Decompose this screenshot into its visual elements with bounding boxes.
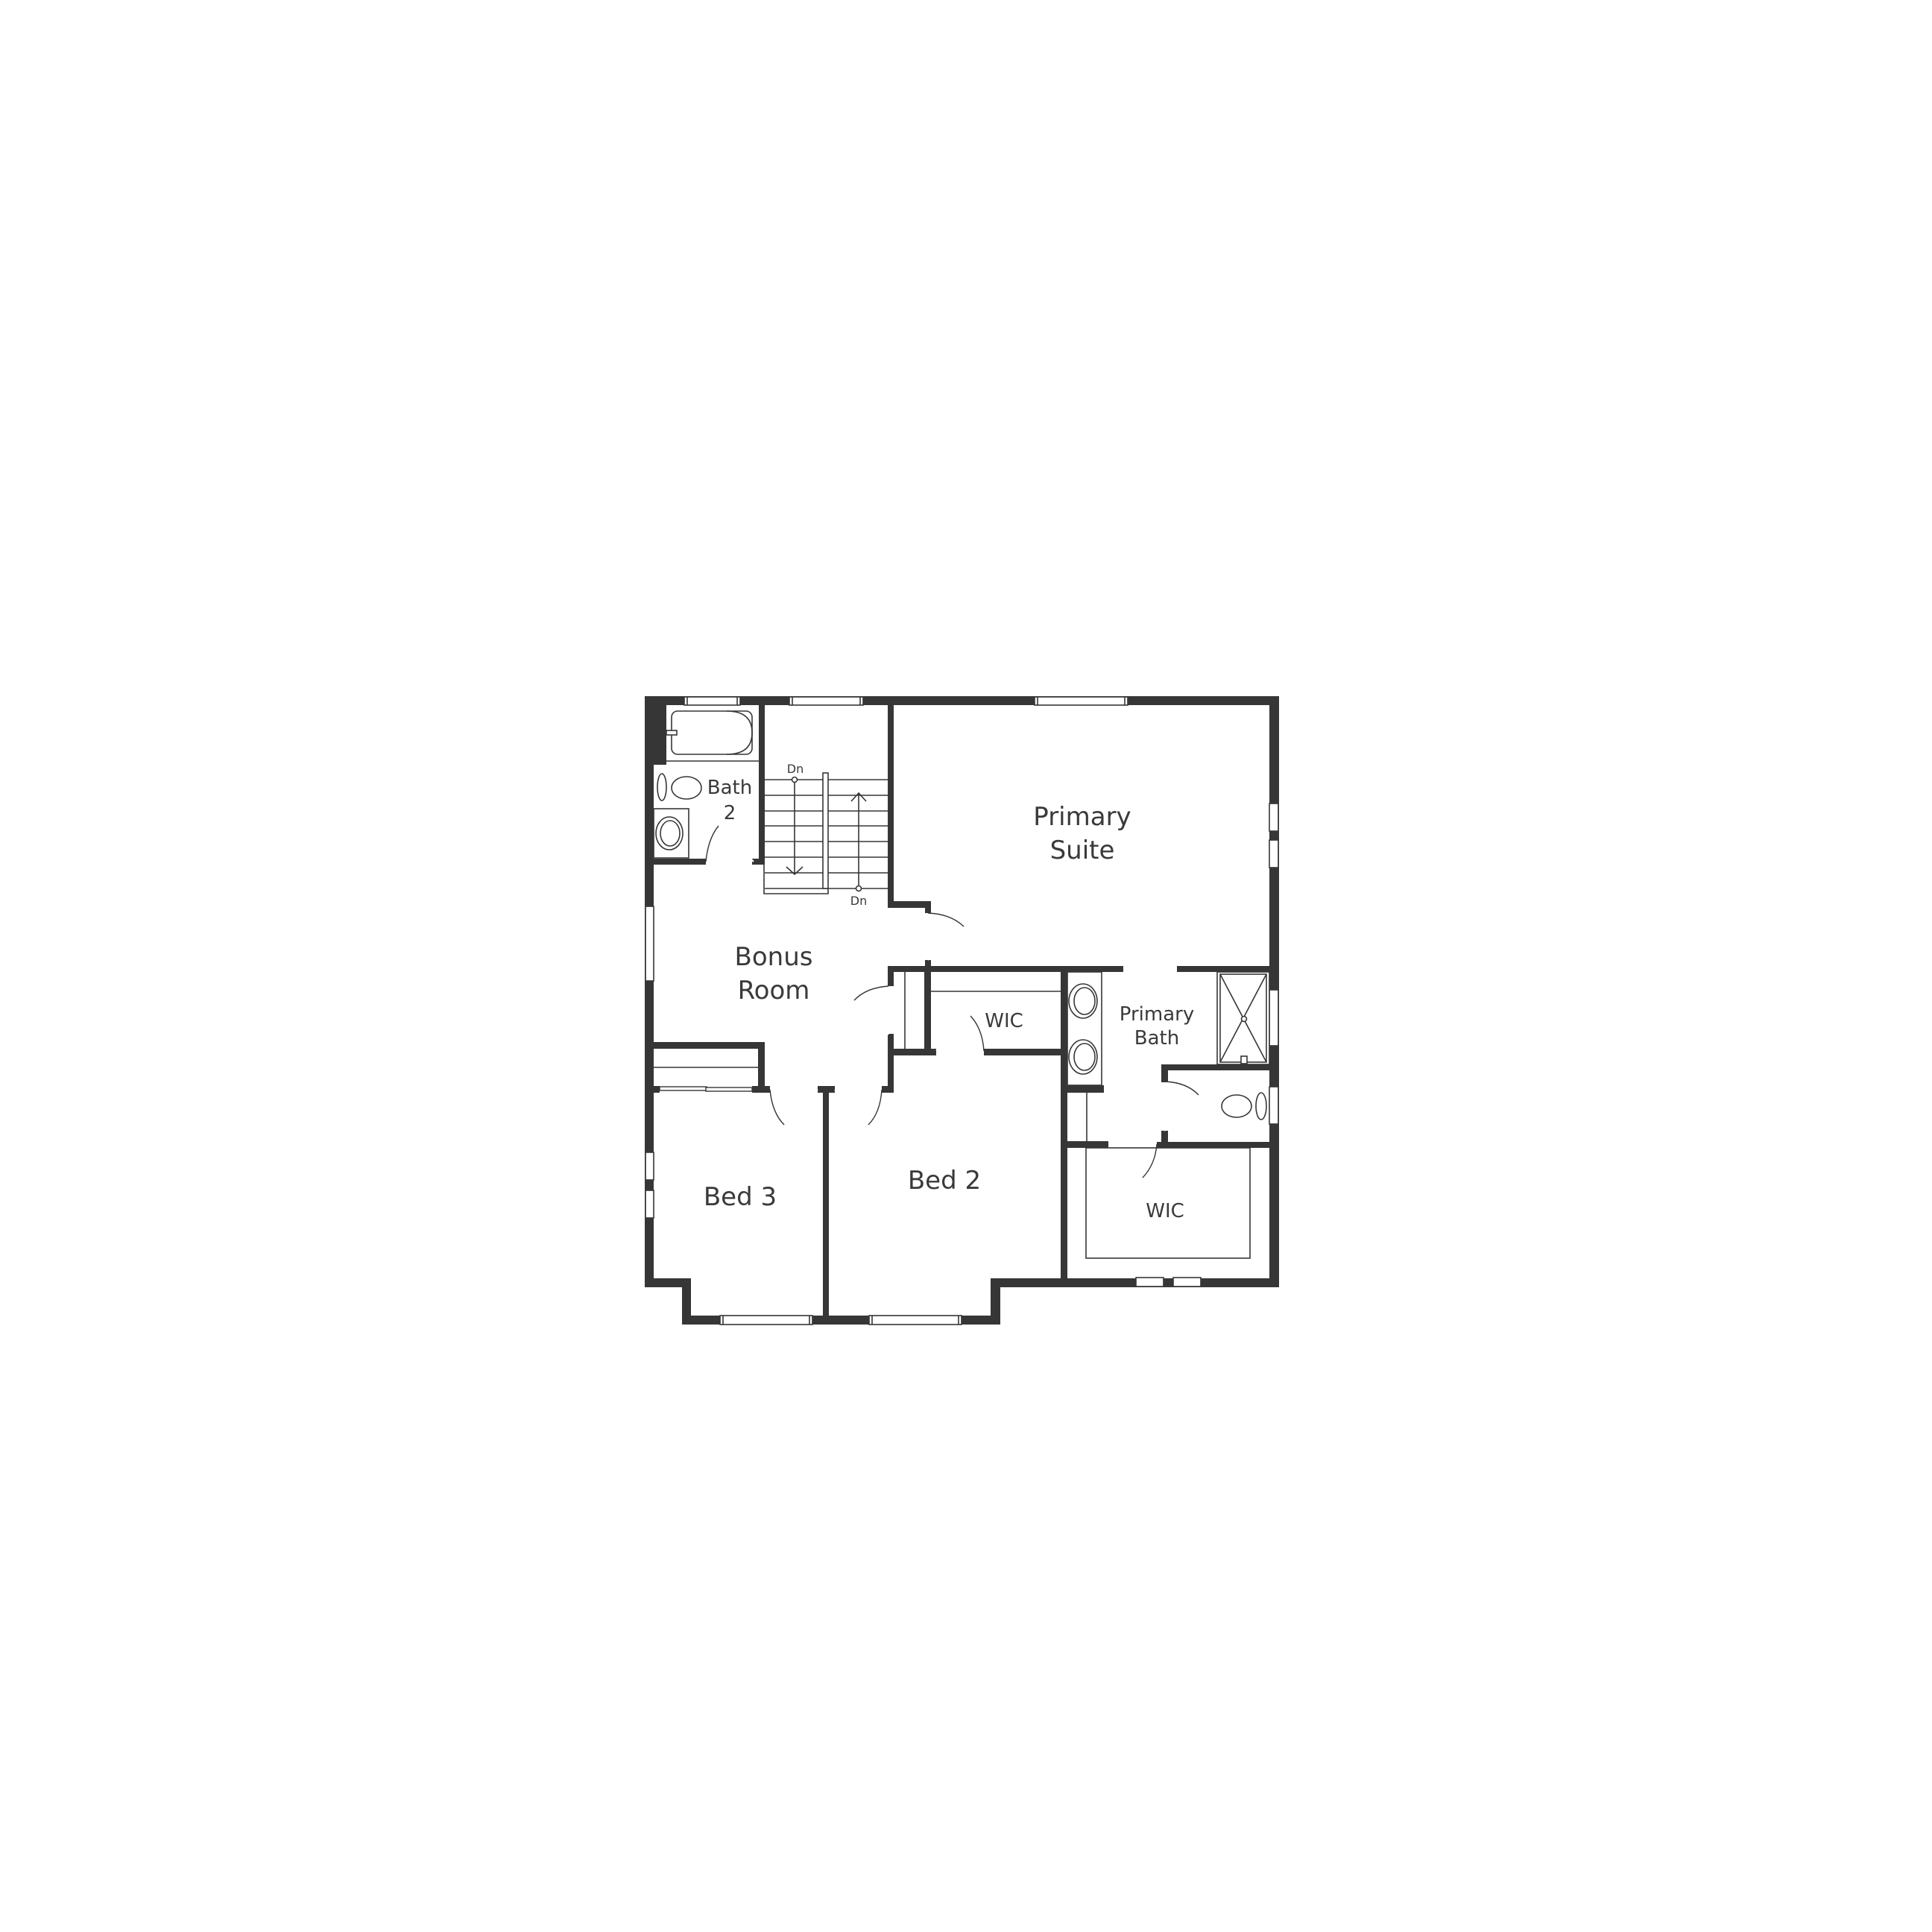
label-stairs-down-lower: Dn: [850, 894, 867, 908]
label-wic-primary: WIC: [1146, 1200, 1184, 1222]
bathtub-icon: [671, 710, 753, 755]
window: [684, 696, 741, 706]
sink-icon: [1068, 1039, 1098, 1075]
door-bed-2[interactable]: [834, 1089, 883, 1126]
label-primary-bath: Primary: [1120, 1003, 1194, 1026]
shower-icon: [1216, 971, 1270, 1065]
interior-walls: [654, 705, 1269, 1325]
window: [645, 906, 654, 982]
window: [719, 1315, 813, 1325]
door-wc[interactable]: [1164, 1081, 1199, 1131]
label-bath-2-num: 2: [724, 802, 736, 824]
window: [1269, 839, 1279, 868]
doors: [659, 825, 1199, 1178]
staircase: [763, 772, 888, 894]
window: [789, 696, 864, 706]
door-wic-primary[interactable]: [1108, 1143, 1158, 1178]
label-bonus-room: Bonus: [735, 942, 813, 972]
door-linen-closet[interactable]: [853, 985, 889, 1035]
sink-icon: [655, 816, 684, 850]
sink-icon: [1068, 983, 1098, 1019]
arrow-up-icon: [850, 792, 867, 802]
windows: [645, 696, 1279, 1325]
window: [868, 1315, 962, 1325]
door-primary-suite[interactable]: [927, 912, 965, 961]
window: [1269, 1086, 1279, 1125]
label-primary-suite: Primary: [1033, 802, 1131, 832]
arrow-down-icon: [786, 866, 804, 876]
label-primary-suite-2: Suite: [1050, 836, 1115, 865]
window: [1269, 989, 1279, 1046]
label-wic-hall: WIC: [985, 1010, 1023, 1032]
door-bath-2[interactable]: [705, 825, 754, 862]
room-labels: Primary Suite Bonus Room Bath 2 Primary …: [704, 762, 1194, 1222]
fixtures: [653, 710, 1270, 1259]
handrail: [822, 772, 829, 889]
window: [645, 1190, 654, 1219]
toilet-icon: [657, 773, 702, 801]
label-bonus-room-2: Room: [738, 976, 810, 1006]
window: [1034, 696, 1128, 706]
door-bed-3[interactable]: [769, 1089, 818, 1126]
window: [1269, 803, 1279, 832]
label-bed-2: Bed 2: [908, 1166, 981, 1196]
closet-sliding-doors[interactable]: [659, 1086, 753, 1092]
window: [645, 1152, 654, 1181]
door-wic-hall[interactable]: [935, 1015, 985, 1052]
label-bed-3: Bed 3: [704, 1182, 777, 1212]
label-primary-bath-2: Bath: [1134, 1027, 1179, 1049]
label-stairs-down-upper: Dn: [787, 762, 804, 776]
toilet-icon: [1221, 1092, 1267, 1120]
label-bath-2: Bath: [707, 777, 752, 799]
window: [1135, 1277, 1164, 1287]
window: [1172, 1277, 1202, 1287]
